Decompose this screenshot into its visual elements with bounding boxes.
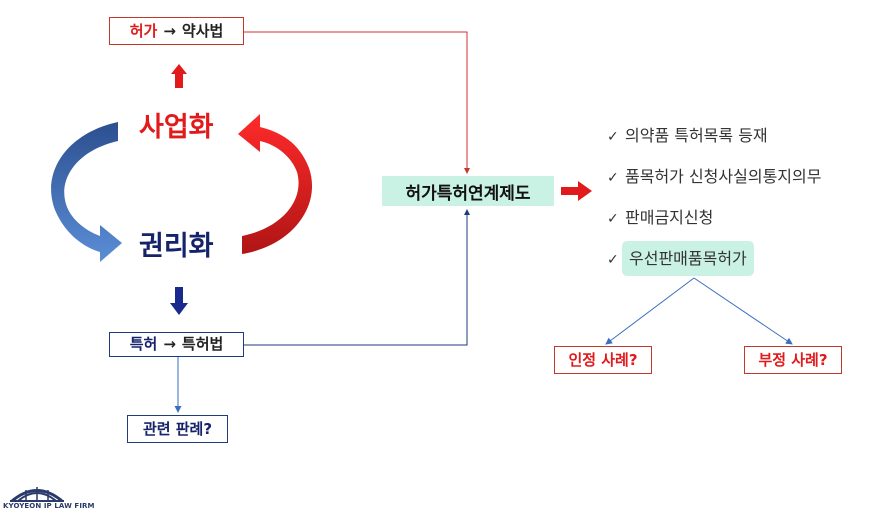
approved-cases-box: 인정 사례? — [554, 346, 652, 374]
arrow-glyph: → — [163, 21, 176, 40]
license-pharmaceutical-act-box: 허가 → 약사법 — [109, 17, 244, 45]
list-item: ✓ 품목허가 신청사실의통지의무 — [607, 163, 821, 204]
blue-cycle-arrow — [51, 122, 122, 262]
connector-to-approved-cases — [605, 277, 695, 345]
license-label: 허가 — [129, 21, 158, 40]
firm-logo-icon — [10, 487, 64, 502]
connector-to-denied-cases — [693, 277, 793, 345]
list-item-label: 판매금지신청 — [625, 208, 714, 227]
pharmaceutical-act-label: 약사법 — [181, 21, 224, 40]
commercialization-label: 사업화 — [139, 112, 214, 143]
check-icon: ✓ — [607, 252, 619, 268]
red-right-arrow — [561, 181, 592, 201]
check-icon: ✓ — [607, 129, 619, 145]
navy-down-arrow — [170, 287, 188, 315]
arrow-glyph: → — [163, 335, 176, 353]
list-item: ✓우선판매품목허가 — [607, 241, 821, 286]
rights-acquisition-label: 권리화 — [139, 231, 214, 262]
denied-cases-box: 부정 사례? — [744, 346, 842, 374]
red-cycle-arrow — [238, 114, 313, 254]
linkage-measures-list: ✓의약품 특허목록 등재 ✓품목허가 신청사실의통지의무 ✓판매금지신청 ✓우선… — [607, 122, 821, 286]
patent-label: 특허 — [129, 335, 158, 353]
connector-patent-to-center — [244, 209, 470, 346]
list-item: ✓ 의약품 특허목록 등재 — [607, 122, 821, 163]
firm-logo-text: KYOYEON IP LAW FIRM — [3, 502, 95, 510]
connector-license-to-center — [244, 31, 470, 174]
list-item-label: 의약품 특허목록 등재 — [625, 126, 768, 145]
patent-patent-act-box: 특허 → 특허법 — [109, 332, 244, 357]
list-item: ✓ 판매금지신청 — [607, 204, 821, 245]
list-item-label: 품목허가 신청사실의통지의무 — [625, 167, 822, 186]
check-icon: ✓ — [607, 170, 619, 186]
list-item-label-highlighted: 우선판매품목허가 — [622, 241, 754, 276]
related-cases-box: 관련 판례? — [127, 415, 228, 443]
red-up-arrow — [171, 64, 187, 88]
patent-linkage-system-box: 허가특허연계제도 — [382, 176, 554, 206]
check-icon: ✓ — [607, 211, 619, 227]
patent-act-label: 특허법 — [181, 335, 224, 353]
